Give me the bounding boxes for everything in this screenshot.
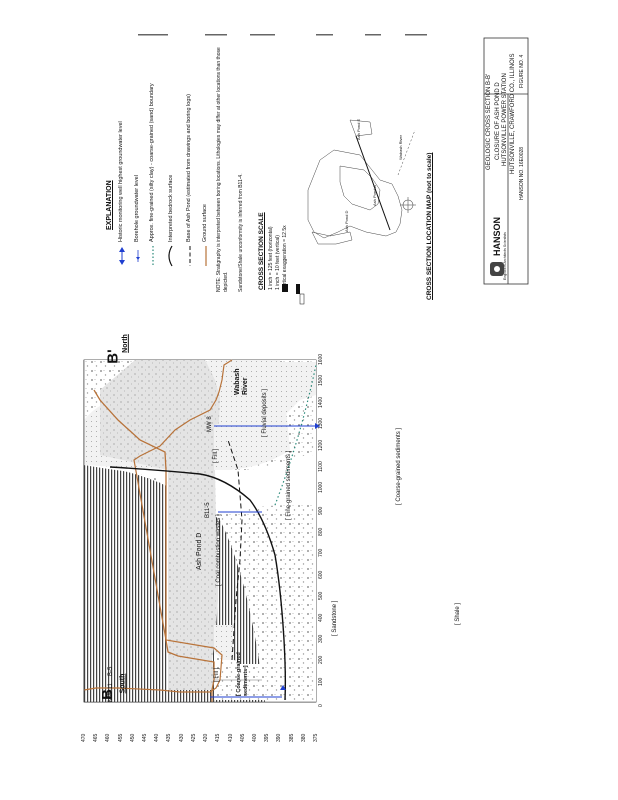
fine-coarse-boundary [274, 364, 317, 506]
map-label-river: Wabash River [398, 135, 403, 160]
figure-number: FIGURE NO. 4 [519, 54, 525, 88]
scale-line-3: Vertical exaggeration = 12.5x [282, 225, 288, 290]
explanation-note2: Sandstone/Shale unconformity is inferred… [238, 173, 244, 292]
figure-title: GEOLOGIC CROSS SECTION B-B' [486, 73, 492, 170]
scale-title: CROSS SECTION SCALE [258, 212, 265, 290]
explanation-item-5: Base of Ash Pond (estimated from drawing… [186, 94, 192, 242]
logo-text: HANSON [492, 216, 502, 256]
fill-right-zone [214, 420, 238, 470]
groundwater-marker [280, 685, 286, 690]
north-arrow-icon [400, 197, 416, 213]
explanation-item-2: Borehole groundwater level [134, 175, 140, 242]
sheet-header-marks [138, 34, 427, 36]
location-map [307, 119, 416, 245]
double-arrow-icon [119, 247, 125, 265]
title-block-frame [483, 37, 529, 285]
scale-line-2: 1 inch = 10 feet (vertical) [275, 235, 281, 290]
scale-line-1: 1 inch = 125 feet (horizontal) [268, 226, 274, 290]
ash-pond-base [227, 439, 243, 661]
explanation-item-3: Approx. fine-grained (silty clay) - coar… [149, 83, 155, 242]
wells [210, 423, 320, 698]
axes [83, 360, 316, 703]
triangle-marker-icon [136, 250, 140, 262]
coarse-left-zone [214, 652, 283, 700]
map-label-pond-a: Ash Pond A [372, 185, 377, 206]
fluvial-zone [226, 362, 316, 425]
project-line-2: HUTSONVILLE POWER STATION [502, 73, 508, 166]
project-line-3: HUTSONVILLE, CRAWFORD CO., ILLINOIS [510, 53, 516, 174]
logo-tagline: Engineers Architects Scientists [503, 232, 507, 280]
map-caption: CROSS SECTION LOCATION MAP (not to scale… [426, 152, 433, 300]
project-line-1: CLOSURE OF ASH POND D [495, 82, 501, 160]
fill-left-zone [214, 625, 234, 660]
explanation-item-1: Historic monitoring well highest groundw… [118, 121, 124, 242]
map-label-pond-d: Ash Pond D [344, 210, 349, 232]
job-number: HANSON NO. 16E0028 [519, 146, 525, 200]
ash-pond-zone [100, 360, 220, 690]
ground-surface-line [83, 359, 233, 693]
explanation-item-6: Ground surface [202, 204, 208, 242]
explanation-note: NOTE: Stratigraphy is interpreted betwee… [216, 47, 229, 292]
hanson-logo-icon [490, 262, 504, 276]
map-label-pond-e: Ash Pond E [356, 118, 361, 140]
bedrock-surface [109, 466, 287, 701]
section-layers [100, 360, 316, 700]
explanation-item-4: Interpreted bedrock surface [168, 174, 174, 242]
curve-line-icon [168, 245, 173, 267]
scale-bar [296, 284, 300, 294]
